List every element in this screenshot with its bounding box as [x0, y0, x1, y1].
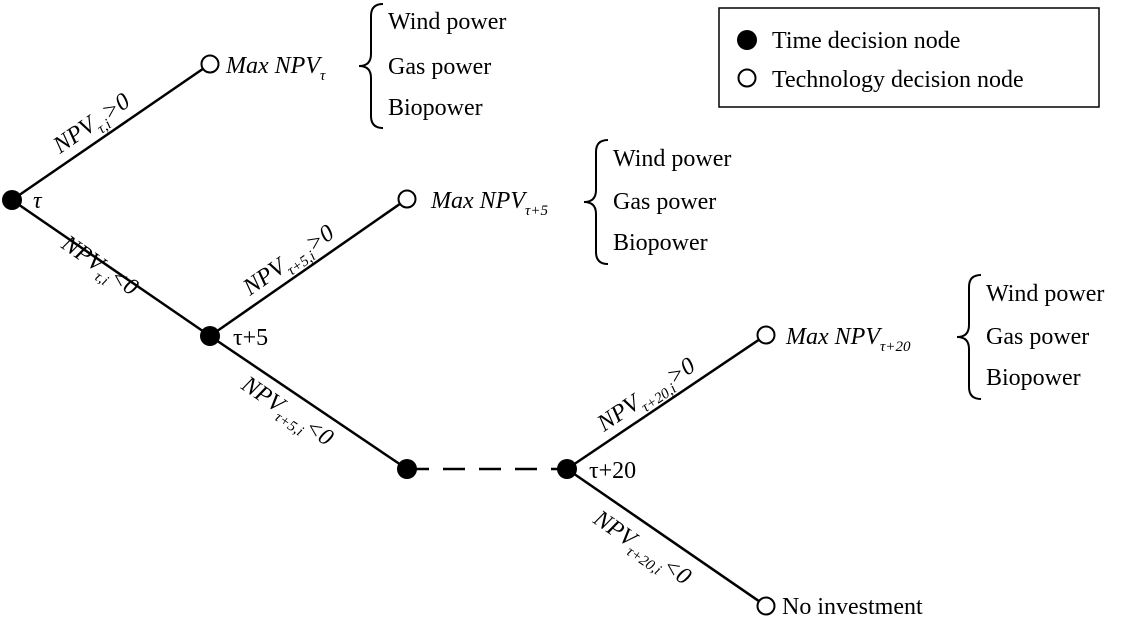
- legend-tech-node-marker: [737, 68, 757, 88]
- tech-list-t0: Wind power Gas power Biopower: [388, 9, 506, 121]
- edge-t20-down: [566, 467, 767, 608]
- tech-item: Biopower: [986, 365, 1081, 391]
- time-node-intermediate: [397, 459, 417, 479]
- tech-item: Gas power: [613, 189, 716, 215]
- tech-item: Gas power: [986, 324, 1089, 350]
- brace-t20: [956, 274, 982, 400]
- edge-t0-up: [11, 62, 211, 202]
- tech-item: Biopower: [613, 230, 708, 256]
- no-investment-label: No investment: [782, 594, 923, 620]
- tech-item: Biopower: [388, 95, 483, 121]
- tech-item: Wind power: [613, 146, 731, 172]
- branch-label-t5-down: NPVτ+5,i<0: [233, 371, 338, 456]
- tech-item: Gas power: [388, 54, 491, 80]
- tech-list-t20: Wind power Gas power Biopower: [986, 281, 1104, 391]
- max-npv-label-t0: Max NPVτ: [225, 53, 326, 84]
- legend-time-node-marker: [737, 30, 757, 50]
- legend-box: [718, 7, 1100, 108]
- branch-label-t0-down: NPVτ,i<0: [53, 230, 143, 305]
- tech-node-t20: [756, 325, 776, 345]
- tech-node-t5: [397, 189, 417, 209]
- brace-t5: [583, 139, 609, 265]
- tech-item: Wind power: [388, 9, 506, 35]
- edge-t5-down: [209, 334, 408, 471]
- legend-time-node-label: Time decision node: [772, 28, 960, 54]
- edge-t0-down: [11, 198, 211, 338]
- branch-label-t5-up: NPVτ+5,i>0: [238, 220, 342, 306]
- max-npv-label-t5: Max NPVτ+5: [430, 188, 548, 219]
- branch-label-t0-up: NPVτ,i>0: [48, 88, 138, 163]
- tech-list-t5: Wind power Gas power Biopower: [613, 146, 731, 256]
- max-npv-label-t20: Max NPVτ+20: [785, 324, 911, 355]
- tech-node-t0: [200, 54, 220, 74]
- tech-node-no-investment: [756, 596, 776, 616]
- brace-t0: [358, 3, 384, 129]
- time-node-t5: [200, 326, 220, 346]
- edge-t20-up: [566, 333, 767, 471]
- time-node-t0: [2, 190, 22, 210]
- time-label-t0: τ: [33, 188, 43, 214]
- branch-label-t20-up: NPVτ+20,i>0: [592, 353, 703, 442]
- legend-tech-node-label: Technology decision node: [772, 67, 1024, 93]
- tree-edges: [11, 62, 767, 608]
- time-label-t5: τ+5: [233, 325, 268, 351]
- legend: Time decision node Technology decision n…: [718, 7, 1100, 108]
- time-label-t20: τ+20: [589, 458, 636, 484]
- tech-item: Wind power: [986, 281, 1104, 307]
- edge-t5-up: [209, 197, 408, 338]
- time-node-t20: [557, 459, 577, 479]
